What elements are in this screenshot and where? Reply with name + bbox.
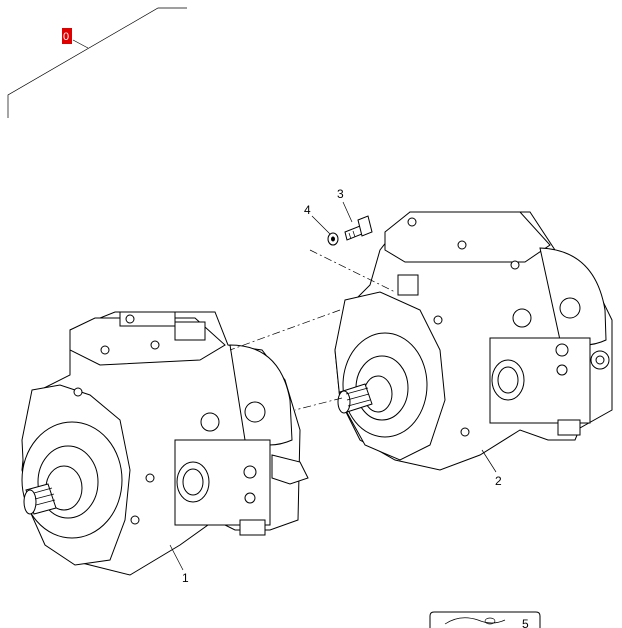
thumbnail-box[interactable]: 5 — [429, 611, 541, 628]
washer — [327, 232, 339, 246]
callout-2[interactable]: 2 — [495, 474, 502, 488]
hydraulic-pump-2 — [334, 211, 613, 471]
hydraulic-pump-1 — [21, 311, 309, 576]
callout-1[interactable]: 1 — [182, 571, 189, 585]
reference-bracket — [7, 7, 187, 118]
thumbnail-label: 5 — [522, 617, 529, 628]
reference-marker[interactable]: 0 — [62, 28, 72, 44]
callout-3[interactable]: 3 — [337, 187, 344, 201]
bolt — [344, 215, 373, 241]
assembly-lines — [229, 249, 396, 411]
callout-4[interactable]: 4 — [304, 203, 311, 217]
reference-marker-label: 0 — [63, 31, 69, 43]
leader-lines — [169, 201, 497, 571]
